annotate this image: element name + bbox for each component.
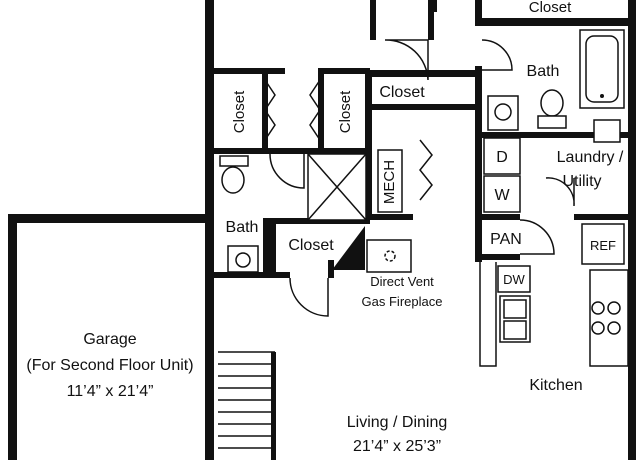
wall-closet-a-top (205, 68, 285, 74)
burner-3 (591, 321, 605, 335)
wall-mech-left (365, 70, 372, 220)
sink-lower-bowl (235, 252, 251, 268)
stairs (218, 351, 276, 460)
wall-bath-bottom (475, 132, 636, 138)
door-bath-lower (269, 153, 305, 189)
bifold-closet-b (309, 79, 321, 141)
stove-box (589, 269, 629, 367)
label-living: Living / Dining (347, 414, 448, 431)
wall-laundry-bottom (475, 214, 520, 220)
washer-box (483, 175, 521, 213)
kitchen-sink (499, 295, 531, 343)
sink-lower (227, 245, 259, 273)
counter-left (479, 262, 497, 367)
wall-closet-d-top (270, 218, 370, 224)
label-pantry: PAN (490, 231, 522, 248)
label-living-dims: 21’4” x 25’3” (353, 438, 441, 455)
fireplace-box (366, 239, 412, 273)
wall-right (628, 0, 636, 460)
wall-top-closet (478, 18, 636, 26)
door-closet-d (289, 277, 329, 317)
kitchen-sink-bowl-1 (503, 299, 527, 319)
fixtures (218, 29, 629, 460)
label-laundry-2: Utility (562, 173, 601, 190)
label-garage-dims: 11’4” x 21’4” (67, 383, 154, 400)
wall-mech-bottom (365, 214, 413, 220)
toilet-lower (221, 166, 245, 194)
bifold-mech (419, 139, 433, 201)
toilet-upper-tank (537, 115, 567, 129)
door-laundry (545, 177, 575, 207)
label-fireplace-2: Gas Fireplace (362, 294, 443, 309)
label-washer: W (494, 187, 510, 204)
door-bath-upper (481, 39, 513, 71)
burner-4 (607, 321, 621, 335)
label-garage-note: (For Second Floor Unit) (26, 357, 193, 374)
wall-closet-c-top (365, 70, 475, 77)
dishwasher-box (497, 265, 531, 293)
label-fireplace-1: Direct Vent (370, 274, 434, 289)
wall-bath-left (475, 66, 482, 262)
bifold-closet-a (264, 79, 276, 141)
door-hall (384, 39, 429, 81)
wall-pantry-left (475, 220, 481, 260)
wall-garage-top (8, 214, 214, 223)
label-dishwasher: DW (503, 272, 525, 287)
label-laundry-1: Laundry / (557, 149, 624, 166)
wall-closet-b-left (318, 68, 324, 154)
walls (8, 0, 636, 460)
wall-pantry-bottom (475, 254, 520, 260)
label-fridge: REF (590, 238, 616, 253)
laundry-sink (593, 119, 621, 143)
shower-diag-2 (307, 153, 367, 221)
label-bath-upper: Bath (527, 63, 560, 80)
label-closet-c: Closet (379, 84, 425, 101)
fridge-box (581, 223, 625, 265)
wall-left-main (205, 0, 214, 460)
kitchen-sink-bowl-2 (503, 320, 527, 340)
dryer-box (483, 137, 521, 175)
wall-hall-right (428, 0, 434, 40)
label-top-closet: Closet (529, 0, 572, 16)
wall-bath-lower-bottom (205, 272, 275, 278)
bathtub-upper-inner (585, 35, 619, 103)
tub-drain (600, 94, 604, 98)
wall-closet-c-bottom (365, 104, 475, 110)
wall-closet-d-bottom (270, 272, 290, 278)
label-mech: MECH (381, 160, 398, 204)
door-pantry (519, 219, 555, 255)
wall-closets-bottom (205, 148, 370, 154)
wall-closet-d-right (328, 260, 334, 278)
fireplace-flame (384, 250, 396, 262)
room-labels: Closet Bath Closet Closet Closet MECH La… (26, 0, 623, 455)
sink-upper (487, 95, 519, 131)
wall-garage-left (8, 214, 17, 460)
wall-laundry-bottom-right (574, 214, 636, 220)
mech-box (377, 149, 403, 213)
wall-bath-lower-right (263, 218, 270, 278)
wall-closet-d-left (270, 218, 276, 278)
burner-2 (607, 301, 621, 315)
label-garage: Garage (83, 331, 136, 348)
wall-closet-b-top (318, 68, 370, 74)
label-closet-b: Closet (337, 90, 354, 133)
label-closet-a: Closet (231, 90, 248, 133)
burner-1 (591, 301, 605, 315)
fireplace-wall (332, 226, 365, 270)
toilet-upper (540, 89, 564, 117)
label-dryer: D (496, 149, 508, 166)
label-kitchen: Kitchen (529, 377, 582, 394)
wall-hall-left (370, 0, 376, 40)
toilet-lower-tank (219, 155, 249, 167)
sink-upper-bowl (494, 103, 512, 121)
label-closet-d: Closet (288, 237, 334, 254)
label-bath-lower: Bath (226, 219, 259, 236)
wall-top-closet-left (475, 0, 482, 26)
